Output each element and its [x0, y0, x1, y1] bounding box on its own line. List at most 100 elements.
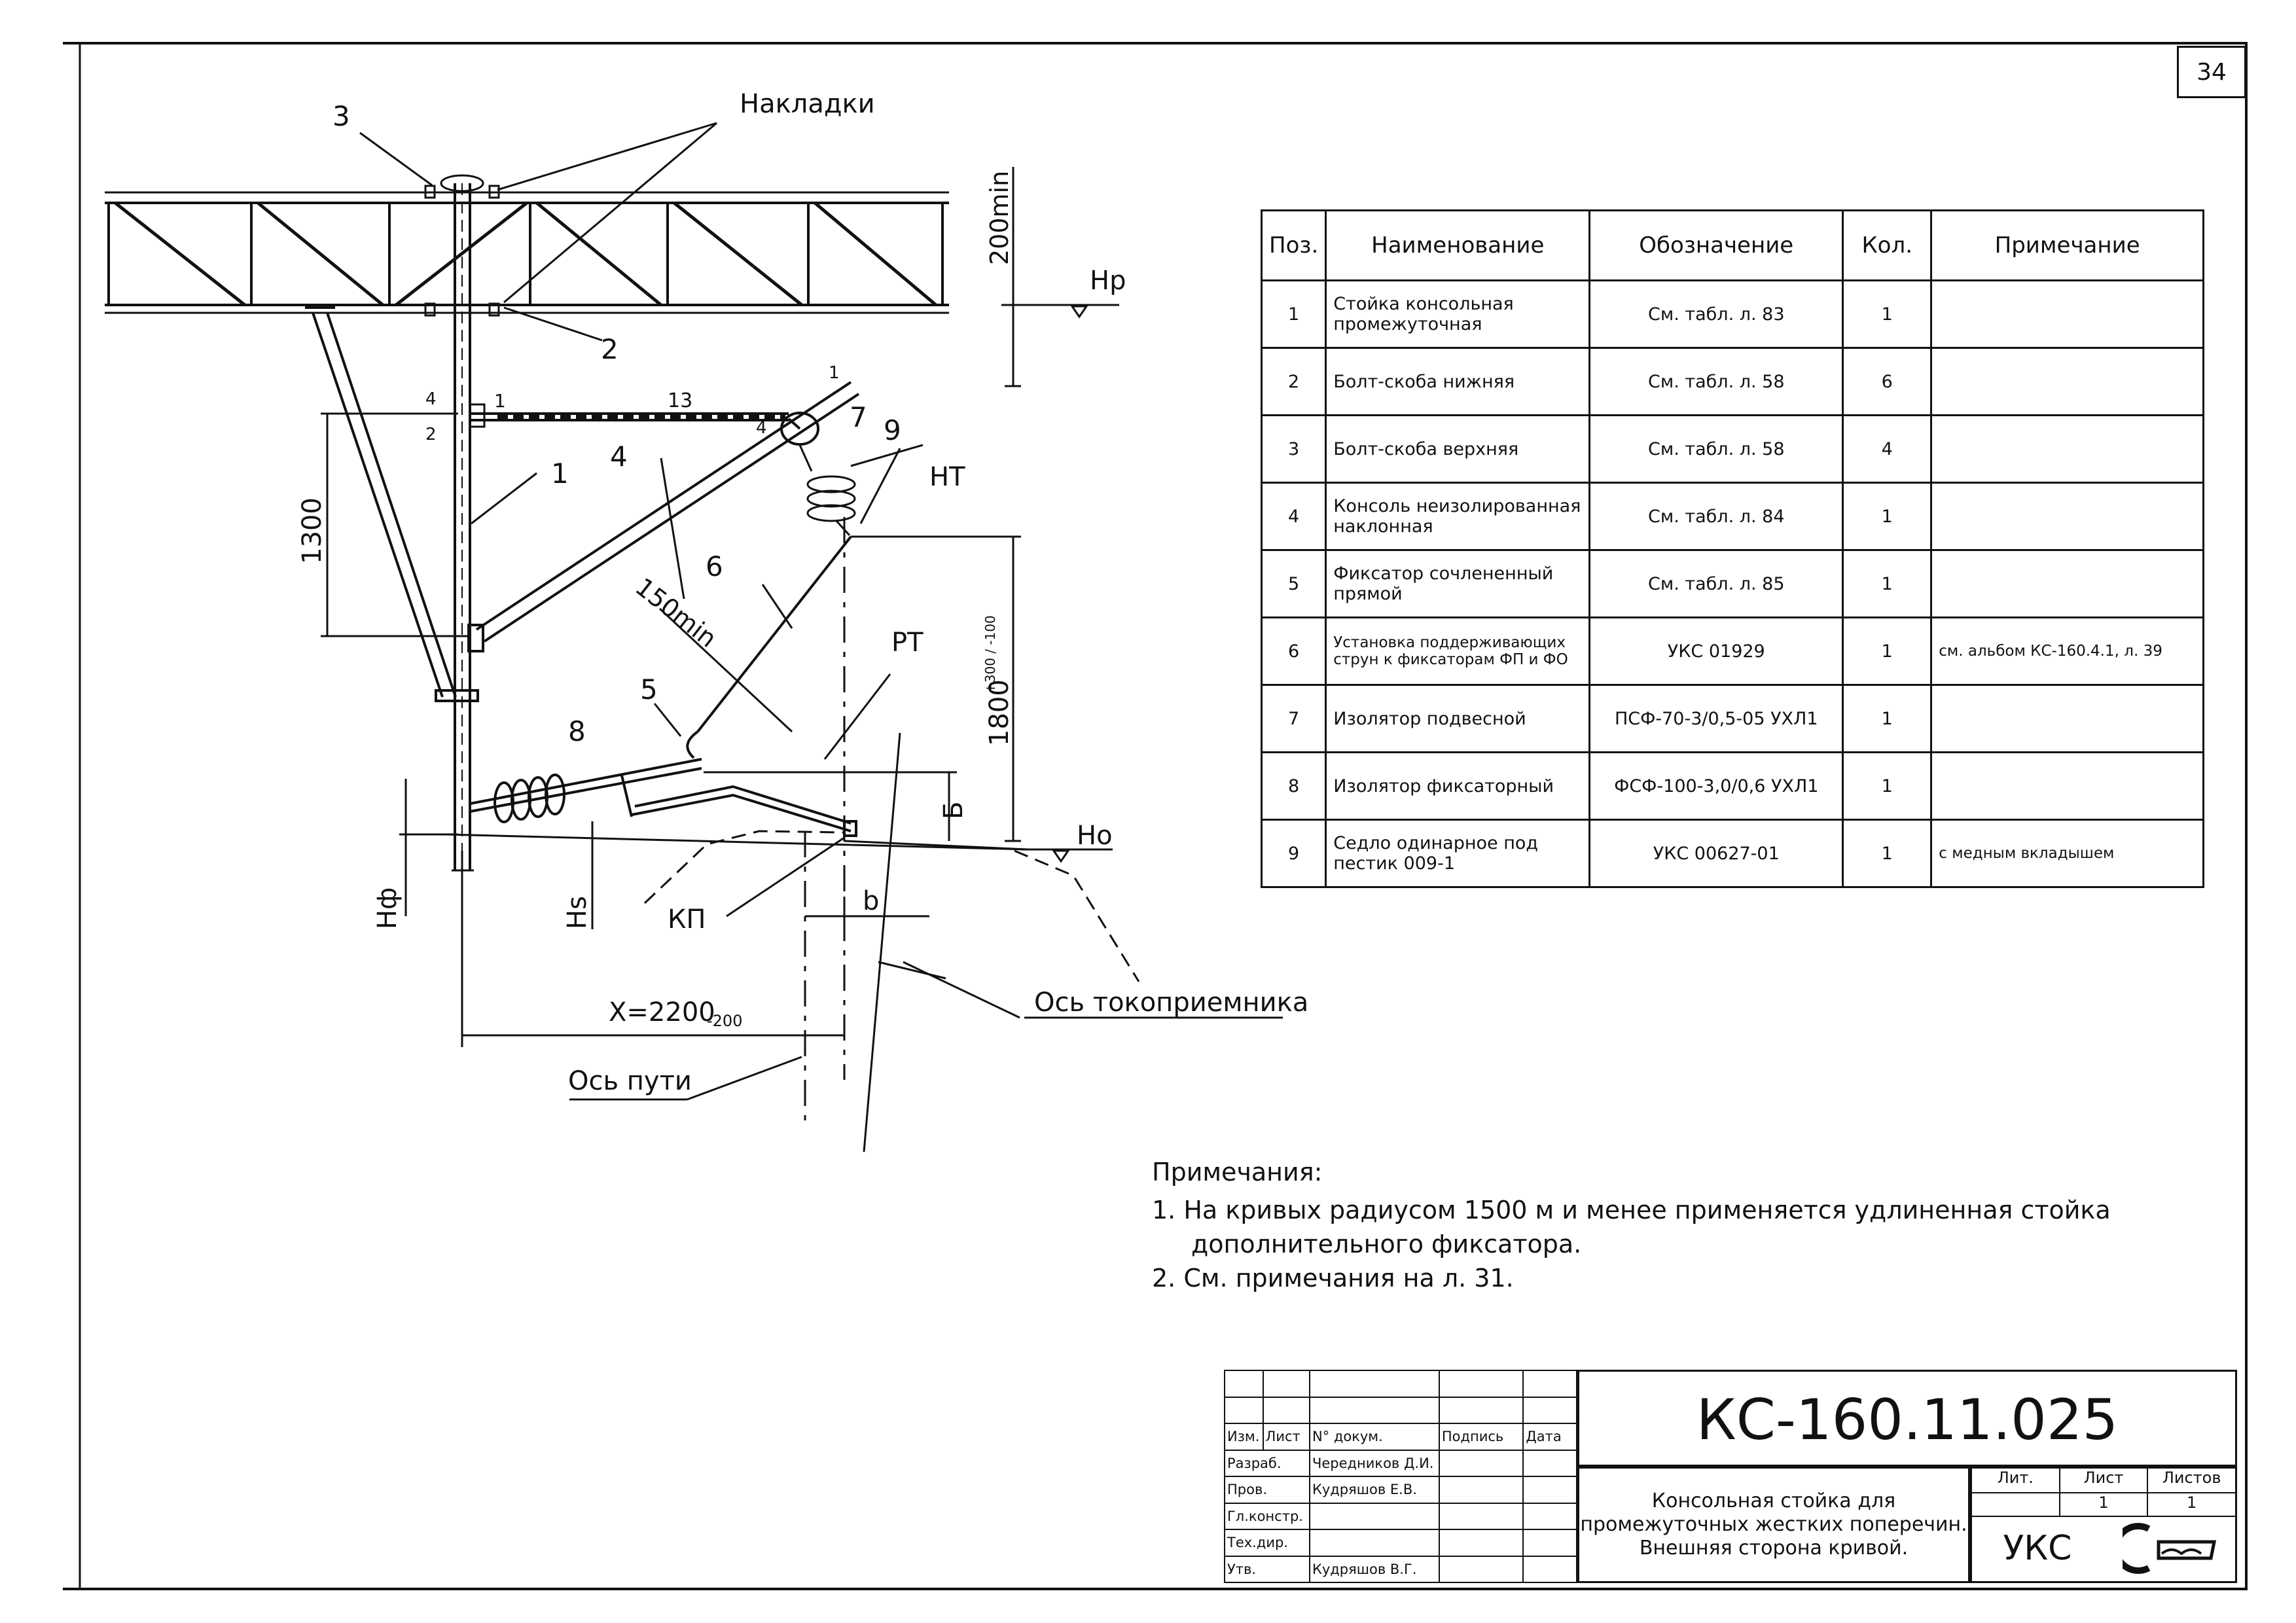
sheet-value: 1	[2060, 1493, 2149, 1516]
label-1300: 1300	[297, 497, 327, 564]
role-label: Пров.	[1224, 1476, 1310, 1504]
cell-pos: 4	[1260, 482, 1327, 551]
header-qty: Кол.	[1842, 209, 1933, 281]
revision-grid: Изм. Лист N° докум. Подпись Дата Разраб.…	[1224, 1370, 1577, 1583]
cell-name: Болт-скоба верхняя	[1325, 414, 1591, 484]
company-logo-icon	[2123, 1523, 2217, 1574]
table-row: 2 Болт-скоба нижняя См. табл. л. 58 6	[1260, 347, 2204, 416]
drawing-labels: Накладки Hp Ho НТ РТ КП b Б Hф Hs 200min…	[297, 89, 1308, 1096]
callout-1-top: 1	[829, 363, 840, 383]
frame-border	[63, 42, 2248, 1590]
cell-name: Установка поддерживающих струн к фиксато…	[1325, 616, 1591, 686]
suspension-insulator	[798, 444, 856, 537]
cell-pos: 2	[1260, 347, 1327, 416]
cell-name: Консоль неизолированная наклонная	[1325, 482, 1591, 551]
support-string	[686, 535, 852, 759]
drawing-code: КС-160.11.025	[1577, 1370, 2237, 1467]
cell-name: Изолятор подвесной	[1325, 684, 1591, 753]
role-label: Разраб.	[1224, 1449, 1310, 1477]
cell-qty: 6	[1842, 347, 1933, 416]
cell-name: Фиксатор сочлененный прямой	[1325, 549, 1591, 618]
header-date: Дата	[1522, 1423, 1577, 1451]
callout-2: 2	[601, 333, 619, 365]
note-item: 1. На кривых радиусом 1500 м и менее при…	[1152, 1196, 2111, 1258]
sheets-value: 1	[2187, 1493, 2197, 1512]
cell-designation: См. табл. л. 84	[1588, 482, 1844, 551]
role-label: Гл.констр.	[1224, 1502, 1310, 1530]
label-rt: РТ	[891, 628, 924, 658]
diagonal-brace	[305, 306, 479, 702]
callout-4-rod: 4	[425, 389, 437, 409]
wire-level	[444, 830, 1140, 982]
callout-2-rod: 2	[425, 425, 437, 444]
sheet-info: Лит. Лист Листов 1 1 УКС	[1970, 1467, 2237, 1583]
label-hp: Hp	[1090, 266, 1126, 296]
cell-designation: УКС 00627-01	[1588, 819, 1844, 888]
table-row: 4 Консоль неизолированная наклонная См. …	[1260, 482, 2204, 551]
role-label: Тех.дир.	[1224, 1529, 1310, 1557]
role-person: Кудряшов В.Г.	[1308, 1555, 1440, 1583]
axes	[804, 517, 901, 1152]
specification-table: Поз. Наименование Обозначение Кол. Приме…	[1260, 209, 2204, 888]
role-person	[1308, 1529, 1440, 1557]
cell-note	[1930, 347, 2204, 416]
cell-note: см. альбом КС-160.4.1, л. 39	[1930, 616, 2204, 686]
role-person: Чередников Д.И.	[1308, 1449, 1440, 1477]
label-nt: НТ	[929, 462, 965, 492]
drawing-title: Консольная стойка для промежуточных жест…	[1577, 1467, 1970, 1583]
label-200min: 200min	[985, 171, 1014, 265]
cell-qty: 1	[1842, 482, 1933, 551]
title-block: Изм. Лист N° докум. Подпись Дата Разраб.…	[1224, 1370, 2237, 1583]
cell-pos: 1	[1260, 279, 1327, 349]
cell-designation: См. табл. л. 83	[1588, 279, 1844, 349]
table-row: 5 Фиксатор сочлененный прямой См. табл. …	[1260, 549, 2204, 618]
cell-qty: 1	[1842, 751, 1933, 821]
cell-pos: 3	[1260, 414, 1327, 484]
organization: УКС	[2003, 1529, 2072, 1568]
cell-qty: 1	[1842, 684, 1933, 753]
header-izm: Изм.	[1224, 1423, 1264, 1451]
label-x-tol: -200	[707, 1012, 742, 1030]
label-150min: 150min	[630, 572, 722, 652]
drawing-title-line: Консольная стойка для	[1651, 1489, 1896, 1512]
cell-designation: См. табл. л. 58	[1588, 414, 1844, 484]
label-hf: Hф	[372, 887, 403, 929]
label-x: X=2200	[609, 997, 715, 1027]
notes-section: Примечания: 1. На кривых радиусом 1500 м…	[1152, 1155, 2212, 1295]
table-row: 6 Установка поддерживающих струн к фикса…	[1260, 616, 2204, 686]
crossbar-truss	[105, 191, 949, 314]
callout-1-post: 1	[551, 457, 569, 490]
table-row: 9 Седло одинарное под пестик 009-1 УКС 0…	[1260, 819, 2204, 888]
table-row: 8 Изолятор фиксаторный ФСФ-100-3,0/0,6 У…	[1260, 751, 2204, 821]
callout-3: 3	[332, 100, 350, 132]
label-nakladki: Накладки	[740, 89, 875, 119]
notes-heading: Примечания:	[1152, 1158, 1323, 1186]
cell-note	[1930, 279, 2204, 349]
cell-pos: 8	[1260, 751, 1327, 821]
callout-8: 8	[568, 715, 586, 747]
cell-note	[1930, 684, 2204, 753]
header-list: Лист	[1262, 1423, 1310, 1451]
cell-note: с медным вкладышем	[1930, 819, 2204, 888]
callout-6: 6	[706, 550, 723, 582]
cell-note	[1930, 482, 2204, 551]
sheet-label: Лист	[2060, 1469, 2149, 1492]
cell-name: Седло одинарное под пестик 009-1	[1325, 819, 1591, 888]
role-label: Утв.	[1224, 1555, 1310, 1583]
role-person: Кудряшов Е.В.	[1308, 1476, 1440, 1504]
label-axis-track: Ось пути	[568, 1066, 692, 1096]
label-b-small: b	[863, 886, 879, 916]
label-ho: Ho	[1077, 821, 1113, 851]
cell-note	[1930, 751, 2204, 821]
dimensions	[321, 122, 1283, 1101]
cell-qty: 1	[1842, 549, 1933, 618]
note-item: 2. См. примечания на л. 31.	[1152, 1264, 1514, 1293]
cell-name: Изолятор фиксаторный	[1325, 751, 1591, 821]
cell-pos: 7	[1260, 684, 1327, 753]
callout-5: 5	[640, 673, 658, 705]
callout-4: 4	[610, 440, 628, 473]
cell-name: Стойка консольная промежуточная	[1325, 279, 1591, 349]
drawing-title-line: промежуточных жестких поперечин.	[1580, 1513, 1967, 1536]
cell-pos: 9	[1260, 819, 1327, 888]
